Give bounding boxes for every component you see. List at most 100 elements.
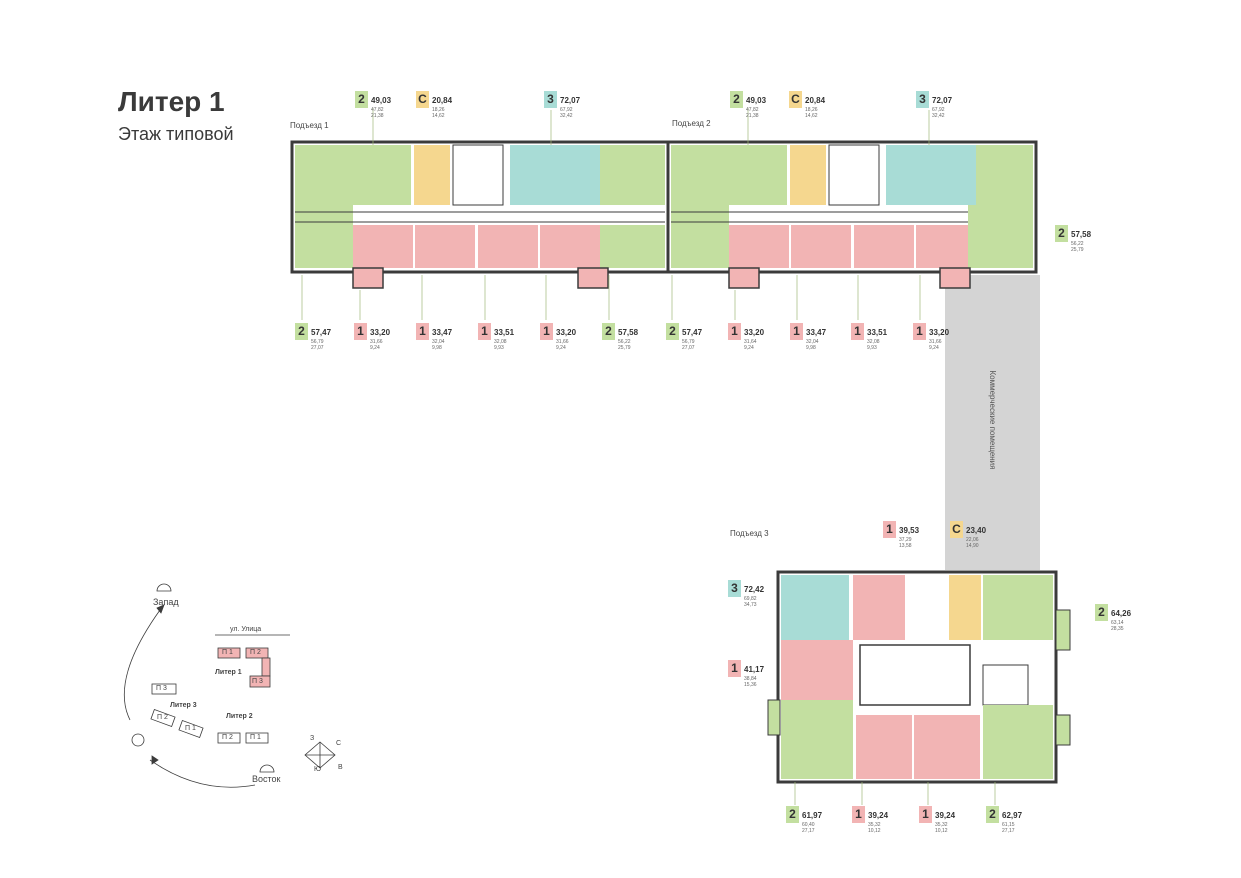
area-total: 72,07	[932, 96, 953, 105]
apartment-tag[interactable]: 3 72,42 69,82 34,73	[728, 580, 764, 608]
area-living: 31,64	[744, 339, 757, 345]
area-kitchen: 21,38	[371, 113, 384, 119]
rooms-badge: 1	[913, 323, 926, 340]
area-kitchen: 25,79	[1071, 247, 1084, 253]
area-total: 33,47	[806, 328, 827, 337]
section-1-plan	[290, 140, 670, 289]
apartment-tag[interactable]: 1 39,24 35,32 10,12	[852, 806, 888, 834]
page-title: Литер 1	[118, 86, 225, 117]
area-living: 67,92	[560, 107, 573, 113]
area-total: 33,47	[432, 328, 453, 337]
rooms-badge: 1	[883, 521, 896, 538]
area-kitchen: 32,42	[560, 113, 573, 119]
area-living: 56,79	[682, 339, 695, 345]
apartment-tag[interactable]: С 20,84 18,26 14,62	[789, 91, 825, 119]
rooms-badge: 2	[1055, 225, 1068, 242]
rooms-badge: 1	[851, 323, 864, 340]
rooms-badge: 1	[919, 806, 932, 823]
street-label: ул. Улица	[230, 626, 262, 633]
area-total: 33,51	[494, 328, 515, 337]
apartment-tag[interactable]: 1 33,20 31,66 9,24	[913, 323, 949, 351]
area-living: 32,04	[806, 339, 819, 345]
area-living: 47,82	[371, 107, 384, 113]
area-living: 61,15	[1002, 822, 1015, 828]
apartment-tag[interactable]: 1 33,51 32,08 9,93	[851, 323, 887, 351]
area-living: 35,32	[935, 822, 948, 828]
rooms-badge: 2	[666, 323, 679, 340]
site-liter2: Литер 2	[226, 713, 253, 720]
area-total: 39,24	[868, 811, 889, 820]
area-total: 33,20	[929, 328, 950, 337]
area-living: 32,08	[494, 339, 507, 345]
rooms-badge: С	[416, 91, 429, 108]
area-kitchen: 14,90	[966, 543, 979, 549]
area-living: 22,06	[966, 537, 979, 543]
apartment-tag[interactable]: 2 49,03 47,82 21,38	[355, 91, 391, 119]
area-total: 33,20	[370, 328, 391, 337]
area-kitchen: 25,79	[618, 345, 631, 351]
apartment-tag[interactable]: 2 57,58 56,22 25,79	[1055, 225, 1091, 253]
apartment-tag[interactable]: 3 72,07 67,92 32,42	[916, 91, 952, 119]
area-kitchen: 9,24	[929, 345, 939, 351]
page-subtitle: Этаж типовой	[118, 124, 234, 144]
apartment-tag[interactable]: 1 33,51 32,08 9,93	[478, 323, 514, 351]
compass-e: В	[338, 764, 343, 771]
area-living: 69,82	[744, 596, 757, 602]
apartment-tag[interactable]: 1 33,20 31,64 9,24	[728, 323, 764, 351]
area-living: 56,22	[618, 339, 631, 345]
area-kitchen: 13,58	[899, 543, 912, 549]
apartment-tag[interactable]: 2 61,97 60,40 27,17	[786, 806, 822, 834]
apartment-tag[interactable]: 2 57,47 56,79 27,07	[666, 323, 702, 351]
rooms-badge: 2	[1095, 604, 1108, 621]
site-l2-p2: П 2	[222, 734, 233, 741]
area-kitchen: 9,24	[556, 345, 566, 351]
apartment-tag[interactable]: 1 33,20 31,66 9,24	[354, 323, 390, 351]
area-kitchen: 9,98	[432, 345, 442, 351]
west-label: Запад	[153, 597, 179, 607]
area-kitchen: 9,24	[744, 345, 754, 351]
apartment-tag[interactable]: 2 62,97 61,15 27,17	[986, 806, 1022, 834]
apartment-tag[interactable]: 1 39,53 37,29 13,58	[883, 521, 919, 549]
apartment-tag[interactable]: 1 39,24 35,32 10,12	[919, 806, 955, 834]
rooms-badge: 1	[540, 323, 553, 340]
area-kitchen: 28,35	[1111, 626, 1124, 632]
area-kitchen: 9,24	[370, 345, 380, 351]
area-kitchen: 32,42	[932, 113, 945, 119]
rooms-badge: 2	[295, 323, 308, 340]
area-kitchen: 9,93	[867, 345, 877, 351]
apartment-tag[interactable]: 2 49,03 47,82 21,38	[730, 91, 766, 119]
apartment-tag[interactable]: 1 33,47 32,04 9,98	[790, 323, 826, 351]
rooms-badge: 1	[728, 660, 741, 677]
area-living: 18,26	[432, 107, 445, 113]
area-total: 57,47	[311, 328, 332, 337]
section-2-plan	[666, 140, 1038, 289]
site-l3-p1: П 1	[185, 725, 196, 732]
commercial-label: Коммерческие помещения	[988, 371, 997, 470]
compass-n: С	[336, 740, 342, 747]
apartment-tag[interactable]: 2 57,58 56,22 25,79	[602, 323, 638, 351]
apartment-tag[interactable]: 1 33,47 32,04 9,98	[416, 323, 452, 351]
area-living: 31,66	[929, 339, 942, 345]
area-total: 49,03	[746, 96, 767, 105]
site-l3-p3: П 3	[156, 685, 167, 692]
apartment-tag[interactable]: С 23,40 22,06 14,90	[950, 521, 986, 549]
apartment-tag[interactable]: 1 41,17 38,84 15,36	[728, 660, 764, 688]
area-living: 31,66	[370, 339, 383, 345]
area-living: 37,29	[899, 537, 912, 543]
apartment-tag[interactable]: 2 57,47 56,79 27,07	[295, 323, 331, 351]
apartment-tag[interactable]: 1 33,20 31,66 9,24	[540, 323, 576, 351]
area-total: 57,47	[682, 328, 703, 337]
apartment-tag[interactable]: 3 72,07 67,92 32,42	[544, 91, 580, 119]
apartment-tag[interactable]: 2 64,26 63,14 28,35	[1095, 604, 1131, 632]
rooms-badge: 2	[786, 806, 799, 823]
compass-w: З	[310, 735, 315, 742]
area-living: 47,82	[746, 107, 759, 113]
area-kitchen: 27,17	[1002, 828, 1015, 834]
area-total: 39,53	[899, 526, 920, 535]
rooms-badge: 1	[354, 323, 367, 340]
apartment-tag[interactable]: С 20,84 18,26 14,62	[416, 91, 452, 119]
entrance-1-label: Подъезд 1	[290, 121, 329, 130]
site-l3-p2: П 2	[157, 714, 168, 721]
site-liter3: Литер 3	[170, 702, 197, 709]
